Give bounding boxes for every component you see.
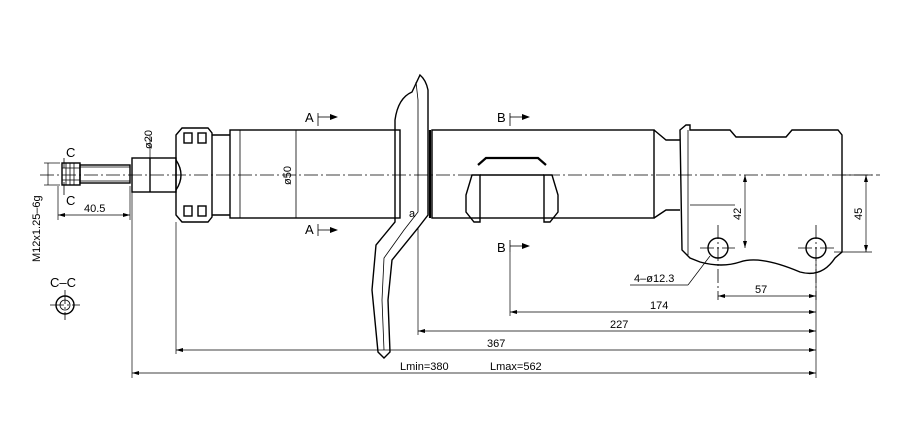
dim-42-label: 42 bbox=[732, 208, 744, 220]
section-a-top-label: A bbox=[305, 110, 314, 125]
hole-spacing-dimension bbox=[718, 294, 816, 298]
thread-dimension bbox=[44, 162, 60, 186]
point-a-label: a bbox=[409, 208, 416, 220]
section-b-bottom-label: B bbox=[497, 240, 506, 255]
dim-367-label: 367 bbox=[487, 338, 505, 350]
spring-seat-plate bbox=[371, 73, 432, 359]
rod-diameter-label: ø20 bbox=[143, 130, 155, 149]
knuckle-bracket bbox=[679, 124, 843, 300]
holes-label: 4–ø12.3 bbox=[634, 273, 674, 285]
upper-tube bbox=[229, 129, 401, 219]
thread-spec-label: M12x1.25–6g bbox=[31, 195, 43, 262]
dim-174-label: 174 bbox=[650, 300, 668, 312]
top-mount bbox=[175, 127, 230, 223]
height-dimensions bbox=[743, 174, 872, 253]
dim-57-label: 57 bbox=[755, 284, 767, 296]
section-cc-view bbox=[50, 290, 80, 320]
hole-leader bbox=[630, 255, 711, 286]
mounting-hole-1 bbox=[707, 237, 729, 259]
length-dimensions bbox=[131, 192, 817, 378]
thread-length-label: 40.5 bbox=[84, 203, 105, 215]
section-a-marker bbox=[317, 113, 338, 236]
threaded-rod-end bbox=[61, 162, 131, 186]
section-b-marker bbox=[509, 113, 530, 252]
section-cc-label: C–C bbox=[50, 275, 76, 290]
lower-tube bbox=[431, 129, 680, 219]
dim-227-label: 227 bbox=[610, 319, 628, 331]
stabilizer-bracket bbox=[465, 156, 559, 223]
section-a-bottom-label: A bbox=[305, 222, 314, 237]
thread-length-dimension bbox=[57, 186, 131, 220]
lmin-label: Lmin=380 bbox=[400, 361, 449, 373]
tube-diameter-label: ø50 bbox=[282, 166, 294, 185]
section-c-top-label: C bbox=[66, 145, 75, 160]
dim-45-label: 45 bbox=[853, 208, 865, 220]
section-c-bottom-label: C bbox=[66, 193, 75, 208]
section-b-top-label: B bbox=[497, 110, 506, 125]
lmax-label: Lmax=562 bbox=[490, 361, 542, 373]
